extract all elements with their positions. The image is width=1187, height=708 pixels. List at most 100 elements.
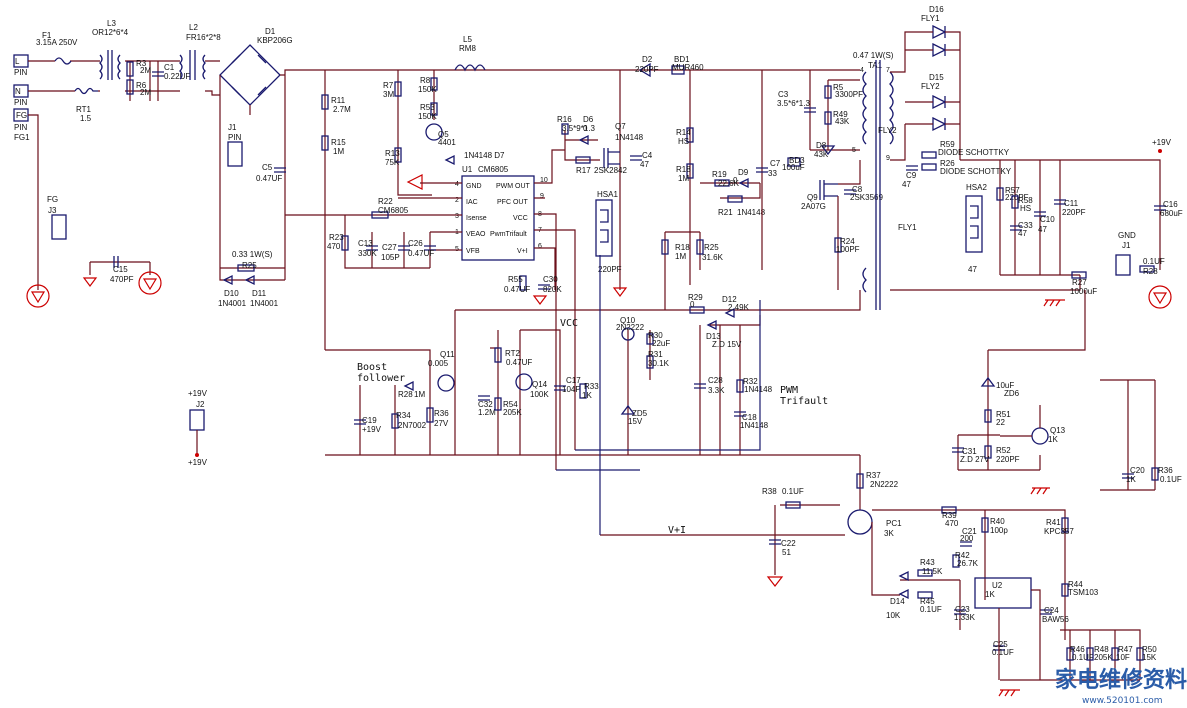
svg-text:3.5*6*1.3: 3.5*6*1.3 [777,99,810,108]
boost-diode-d2: D2 220PF BD1 MUR460 [635,55,704,78]
ic-u2: R39 470 R40 100p R41 KPC357 C21 200 R42 … [871,506,1157,697]
svg-text:100p: 100p [990,526,1008,535]
svg-text:R36: R36 [1158,466,1173,475]
divider-r14-r18: R14 HS R18 1M [676,70,694,285]
svg-text:R19: R19 [712,170,727,179]
svg-text:FG: FG [16,111,27,120]
feedback-divider: R18 1M R25 31.6K [661,231,724,310]
svg-text:C31: C31 [962,447,977,456]
ic-u1-body [461,175,535,261]
svg-text:11.5K: 11.5K [922,567,943,576]
svg-text:C30: C30 [543,275,558,284]
svg-text:30.1K: 30.1K [648,359,670,368]
primary-clamp: C3 3.5*6*1.3 R5 3300PF R49 43K D8 43K Q9… [777,70,883,290]
choke-l3: L3 OR12*6*4 [92,19,129,80]
svg-text:R57: R57 [1005,186,1020,195]
pin-fg-label: PIN [14,123,28,132]
svg-text:R3: R3 [136,59,147,68]
svg-text:D6: D6 [583,115,594,124]
svg-text:43K: 43K [835,117,850,126]
svg-text:104P: 104P [562,385,581,394]
svg-text:D14: D14 [890,597,905,606]
svg-text:R6: R6 [136,81,147,90]
svg-text:D16: D16 [929,5,944,14]
svg-text:ZD6: ZD6 [1004,389,1020,398]
input-connectors: L PIN N PIN FG PIN FG1 [13,54,30,142]
svg-text:1N4148: 1N4148 [737,208,766,217]
svg-text:R24: R24 [840,237,855,246]
svg-text:6: 6 [538,243,542,250]
svg-text:Q14: Q14 [532,380,548,389]
ic-u2-body [974,577,1032,609]
divider-r11-r15: R11 2.7M R15 1M [321,70,351,350]
output-connector: R27 1000uF GND J1 0.1UF R28 [1043,231,1172,309]
svg-text:220PF: 220PF [996,455,1020,464]
svg-text:V+I: V+I [668,525,686,536]
svg-text:100PF: 100PF [836,245,860,254]
svg-text:R23: R23 [329,233,344,242]
ovp-circuit: 10uF ZD6 R51 22 R52 220PF C31 Z.D 27V Q1… [952,290,1086,495]
svg-text:C32: C32 [478,400,493,409]
svg-text:Q5: Q5 [438,130,449,139]
svg-text:L2: L2 [189,23,198,32]
svg-text:R49: R49 [833,110,848,119]
svg-text:0.47UF: 0.47UF [408,249,434,258]
svg-text:D13: D13 [706,332,721,341]
svg-text:Q13: Q13 [1050,426,1066,435]
svg-text:R53: R53 [420,103,435,112]
svg-text:FG: FG [47,195,58,204]
svg-text:R52: R52 [996,446,1011,455]
svg-text:3M: 3M [383,90,394,99]
svg-text:2.49K: 2.49K [728,303,750,312]
svg-text:C25: C25 [993,640,1008,649]
svg-text:R14: R14 [676,128,691,137]
svg-text:C33: C33 [1018,221,1033,230]
svg-text:Trifault: Trifault [780,396,828,407]
svg-text:ZD5: ZD5 [632,409,648,418]
svg-text:R31: R31 [648,350,663,359]
pin-l-ref: L [15,57,20,66]
svg-text:R58: R58 [1018,196,1033,205]
svg-text:2N2222: 2N2222 [870,480,899,489]
svg-text:470PF: 470PF [110,275,134,284]
svg-text:2A07G: 2A07G [801,202,826,211]
svg-text:R28: R28 [1143,267,1158,276]
svg-text:R54: R54 [503,400,518,409]
svg-text:820K: 820K [543,285,562,294]
heatsink-hsa2: HSA2 47 [965,183,987,274]
svg-text:PIN: PIN [228,133,242,142]
svg-text:0.005: 0.005 [428,359,449,368]
svg-text:R33: R33 [584,382,599,391]
svg-text:150K: 150K [418,112,437,121]
svg-text:L5: L5 [463,35,472,44]
svg-text:J1: J1 [228,123,237,132]
svg-text:KPC357: KPC357 [1044,527,1074,536]
svg-text:C17: C17 [566,376,581,385]
svg-text:4: 4 [860,67,864,74]
svg-text:1M: 1M [414,390,425,399]
svg-text:0: 0 [583,124,588,133]
svg-text:0.47UF: 0.47UF [256,174,282,183]
svg-text:R40: R40 [990,517,1005,526]
svg-text:3K: 3K [884,529,894,538]
svg-text:220PF: 220PF [1062,208,1086,217]
svg-text:DIODE SCHOTTKY: DIODE SCHOTTKY [938,148,1010,157]
bridge-d1: D1 KBP206G [219,27,293,106]
svg-text:0.47UF: 0.47UF [506,358,532,367]
svg-text:1000uF: 1000uF [1070,287,1097,296]
pin-n-label: PIN [14,98,28,107]
svg-text:47: 47 [1018,229,1027,238]
svg-text:4: 4 [455,181,459,188]
svg-text:GND: GND [1118,231,1136,240]
svg-text:220PF: 220PF [598,265,622,274]
svg-text:D2: D2 [642,55,653,64]
svg-text:0.33 1W(S): 0.33 1W(S) [232,250,273,259]
svg-text:D9: D9 [738,168,749,177]
u1-pin-gnd: GND [466,183,482,190]
heatsink-hsa1: HSA1 220PF [595,190,622,274]
svg-text:2N7002: 2N7002 [398,421,427,430]
svg-text:1K: 1K [1048,435,1058,444]
u1-pin-vcc: VCC [513,215,528,222]
svg-text:R47: R47 [1118,645,1133,654]
watermark: 家电维修资料网 www.520101.com [1055,667,1187,706]
